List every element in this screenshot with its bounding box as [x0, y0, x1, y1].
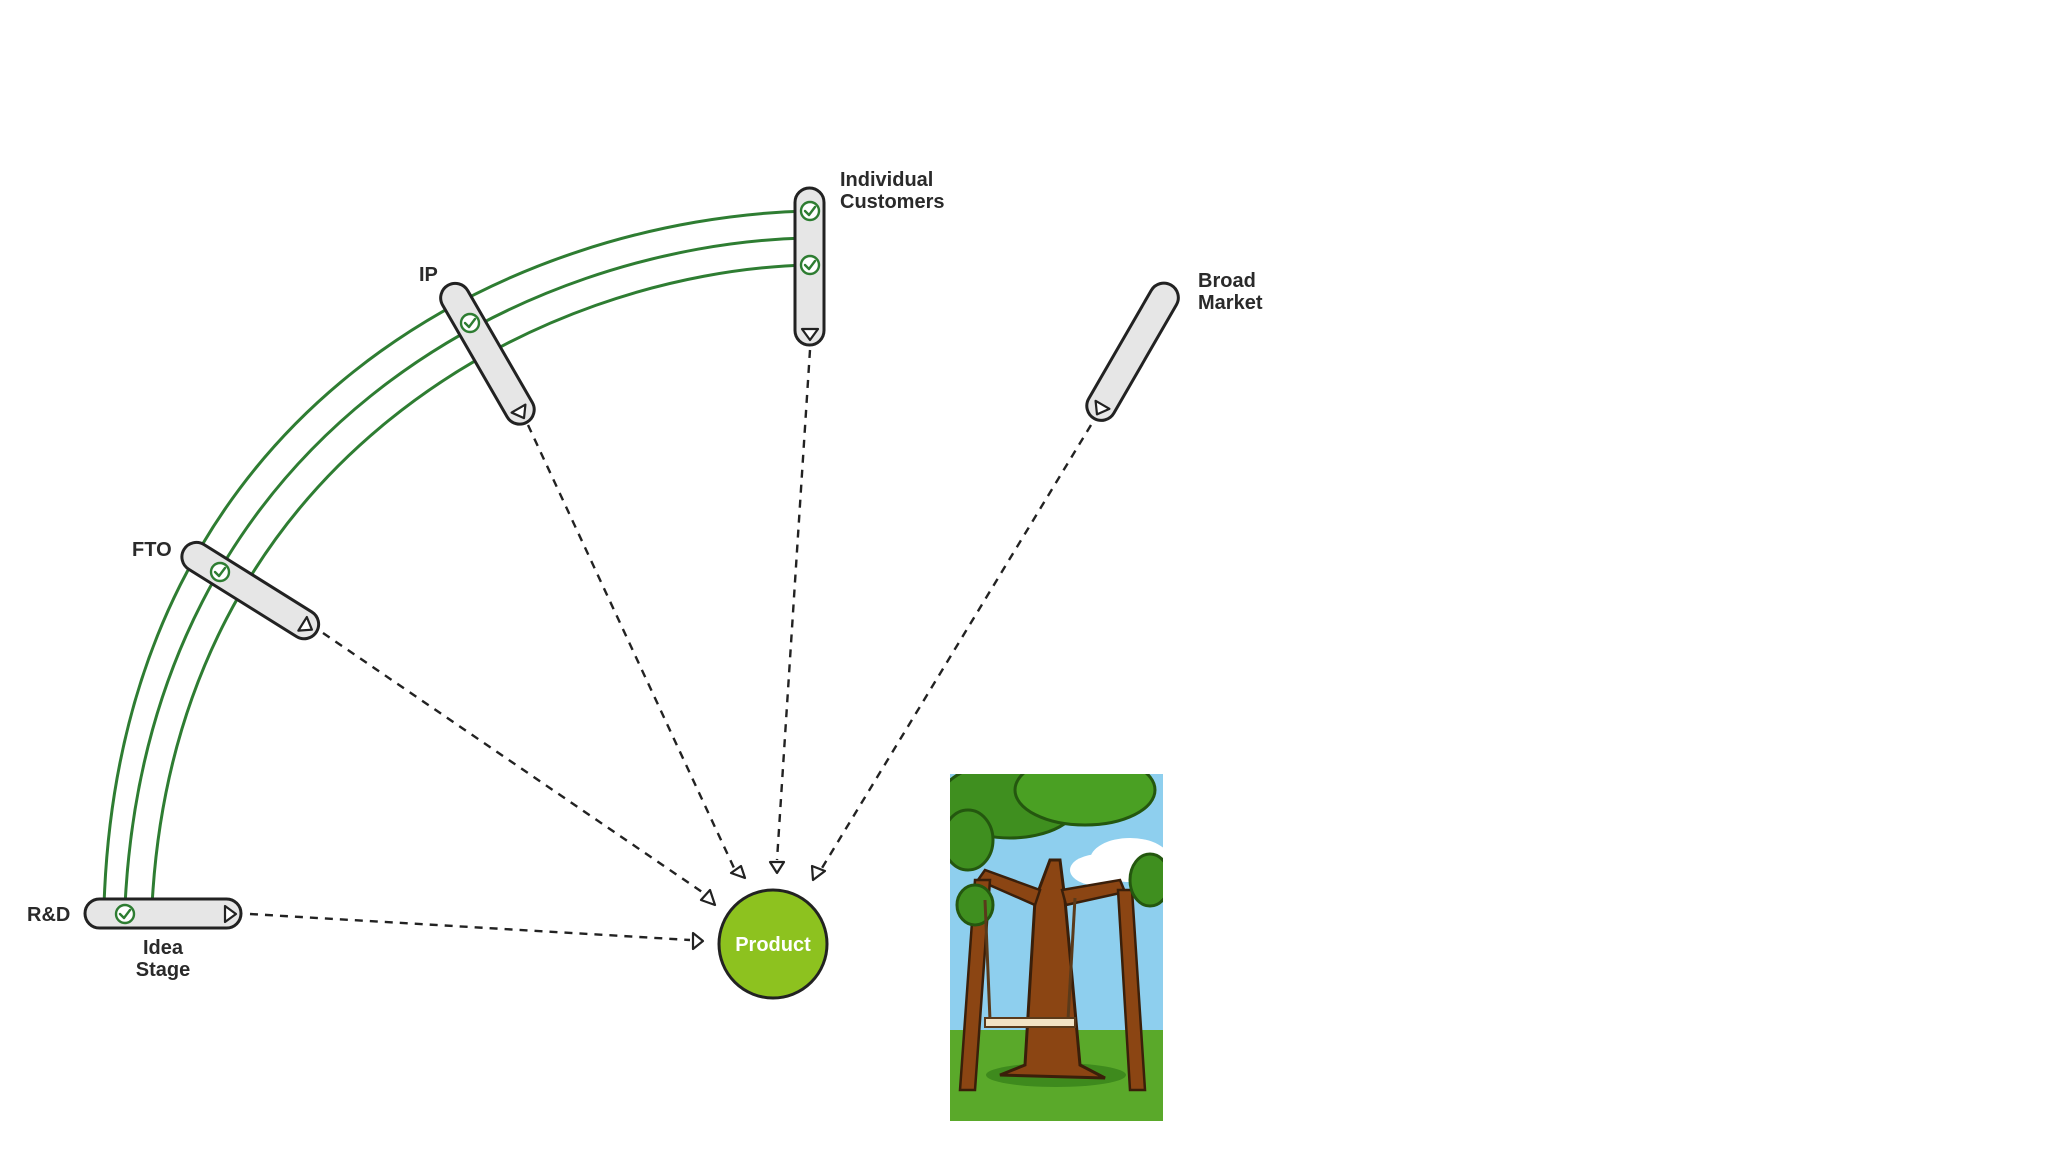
connectors: [249, 349, 1093, 951]
pill-arrow-icon: [800, 327, 820, 342]
stage-label-ip: IP: [419, 264, 438, 286]
arrow-into-product-broad: [810, 864, 827, 882]
stage-sublabel-rd-line1: Idea: [143, 937, 184, 959]
connector-broad: [820, 424, 1093, 869]
stage-label-individual-line1: Individual: [840, 169, 933, 191]
stage-label-broad-line1: Broad: [1198, 270, 1256, 292]
stage-label-fto: FTO: [132, 539, 172, 561]
stage-label-broad-line2: Market: [1198, 292, 1263, 314]
product-label: Product: [735, 934, 811, 956]
stage-sublabel-rd-line2: Stage: [136, 959, 190, 981]
arrow-into-product-individual: [768, 860, 786, 875]
check-icon: [114, 903, 136, 925]
connector-individual: [775, 349, 812, 861]
stage-label-rd: R&D: [27, 904, 70, 926]
pill-arrow-icon: [223, 904, 238, 924]
arrow-into-product-rd: [691, 931, 705, 951]
pill-arrow-icon: [1094, 399, 1111, 416]
stage-label-individual-line2: Customers: [840, 191, 944, 213]
pill-arrow-icon: [297, 615, 314, 632]
product-node: Product: [717, 888, 829, 1000]
progress-arc-middle: [123, 236, 806, 907]
arrow-into-product-fto: [699, 888, 717, 907]
check-icon: [209, 561, 231, 583]
connector-rd: [249, 912, 691, 942]
stage-pill-fto: [180, 540, 321, 641]
stage-pill-broad: [1085, 281, 1180, 422]
connector-fto: [322, 632, 706, 895]
tree-swing-illustration: [950, 774, 1163, 1121]
stage-pill-ip: [439, 281, 536, 426]
progress-arc-outer: [102, 209, 809, 907]
arrow-into-product-ip: [729, 864, 747, 880]
check-icon: [799, 200, 821, 222]
check-icon: [799, 254, 821, 276]
pill-arrow-icon: [510, 403, 527, 420]
progress-arc-inner: [150, 263, 809, 907]
stage-pill-individual: [793, 186, 826, 347]
connector-ip: [526, 424, 736, 869]
check-icon: [459, 312, 481, 334]
stage-pill-rd: [83, 897, 243, 930]
